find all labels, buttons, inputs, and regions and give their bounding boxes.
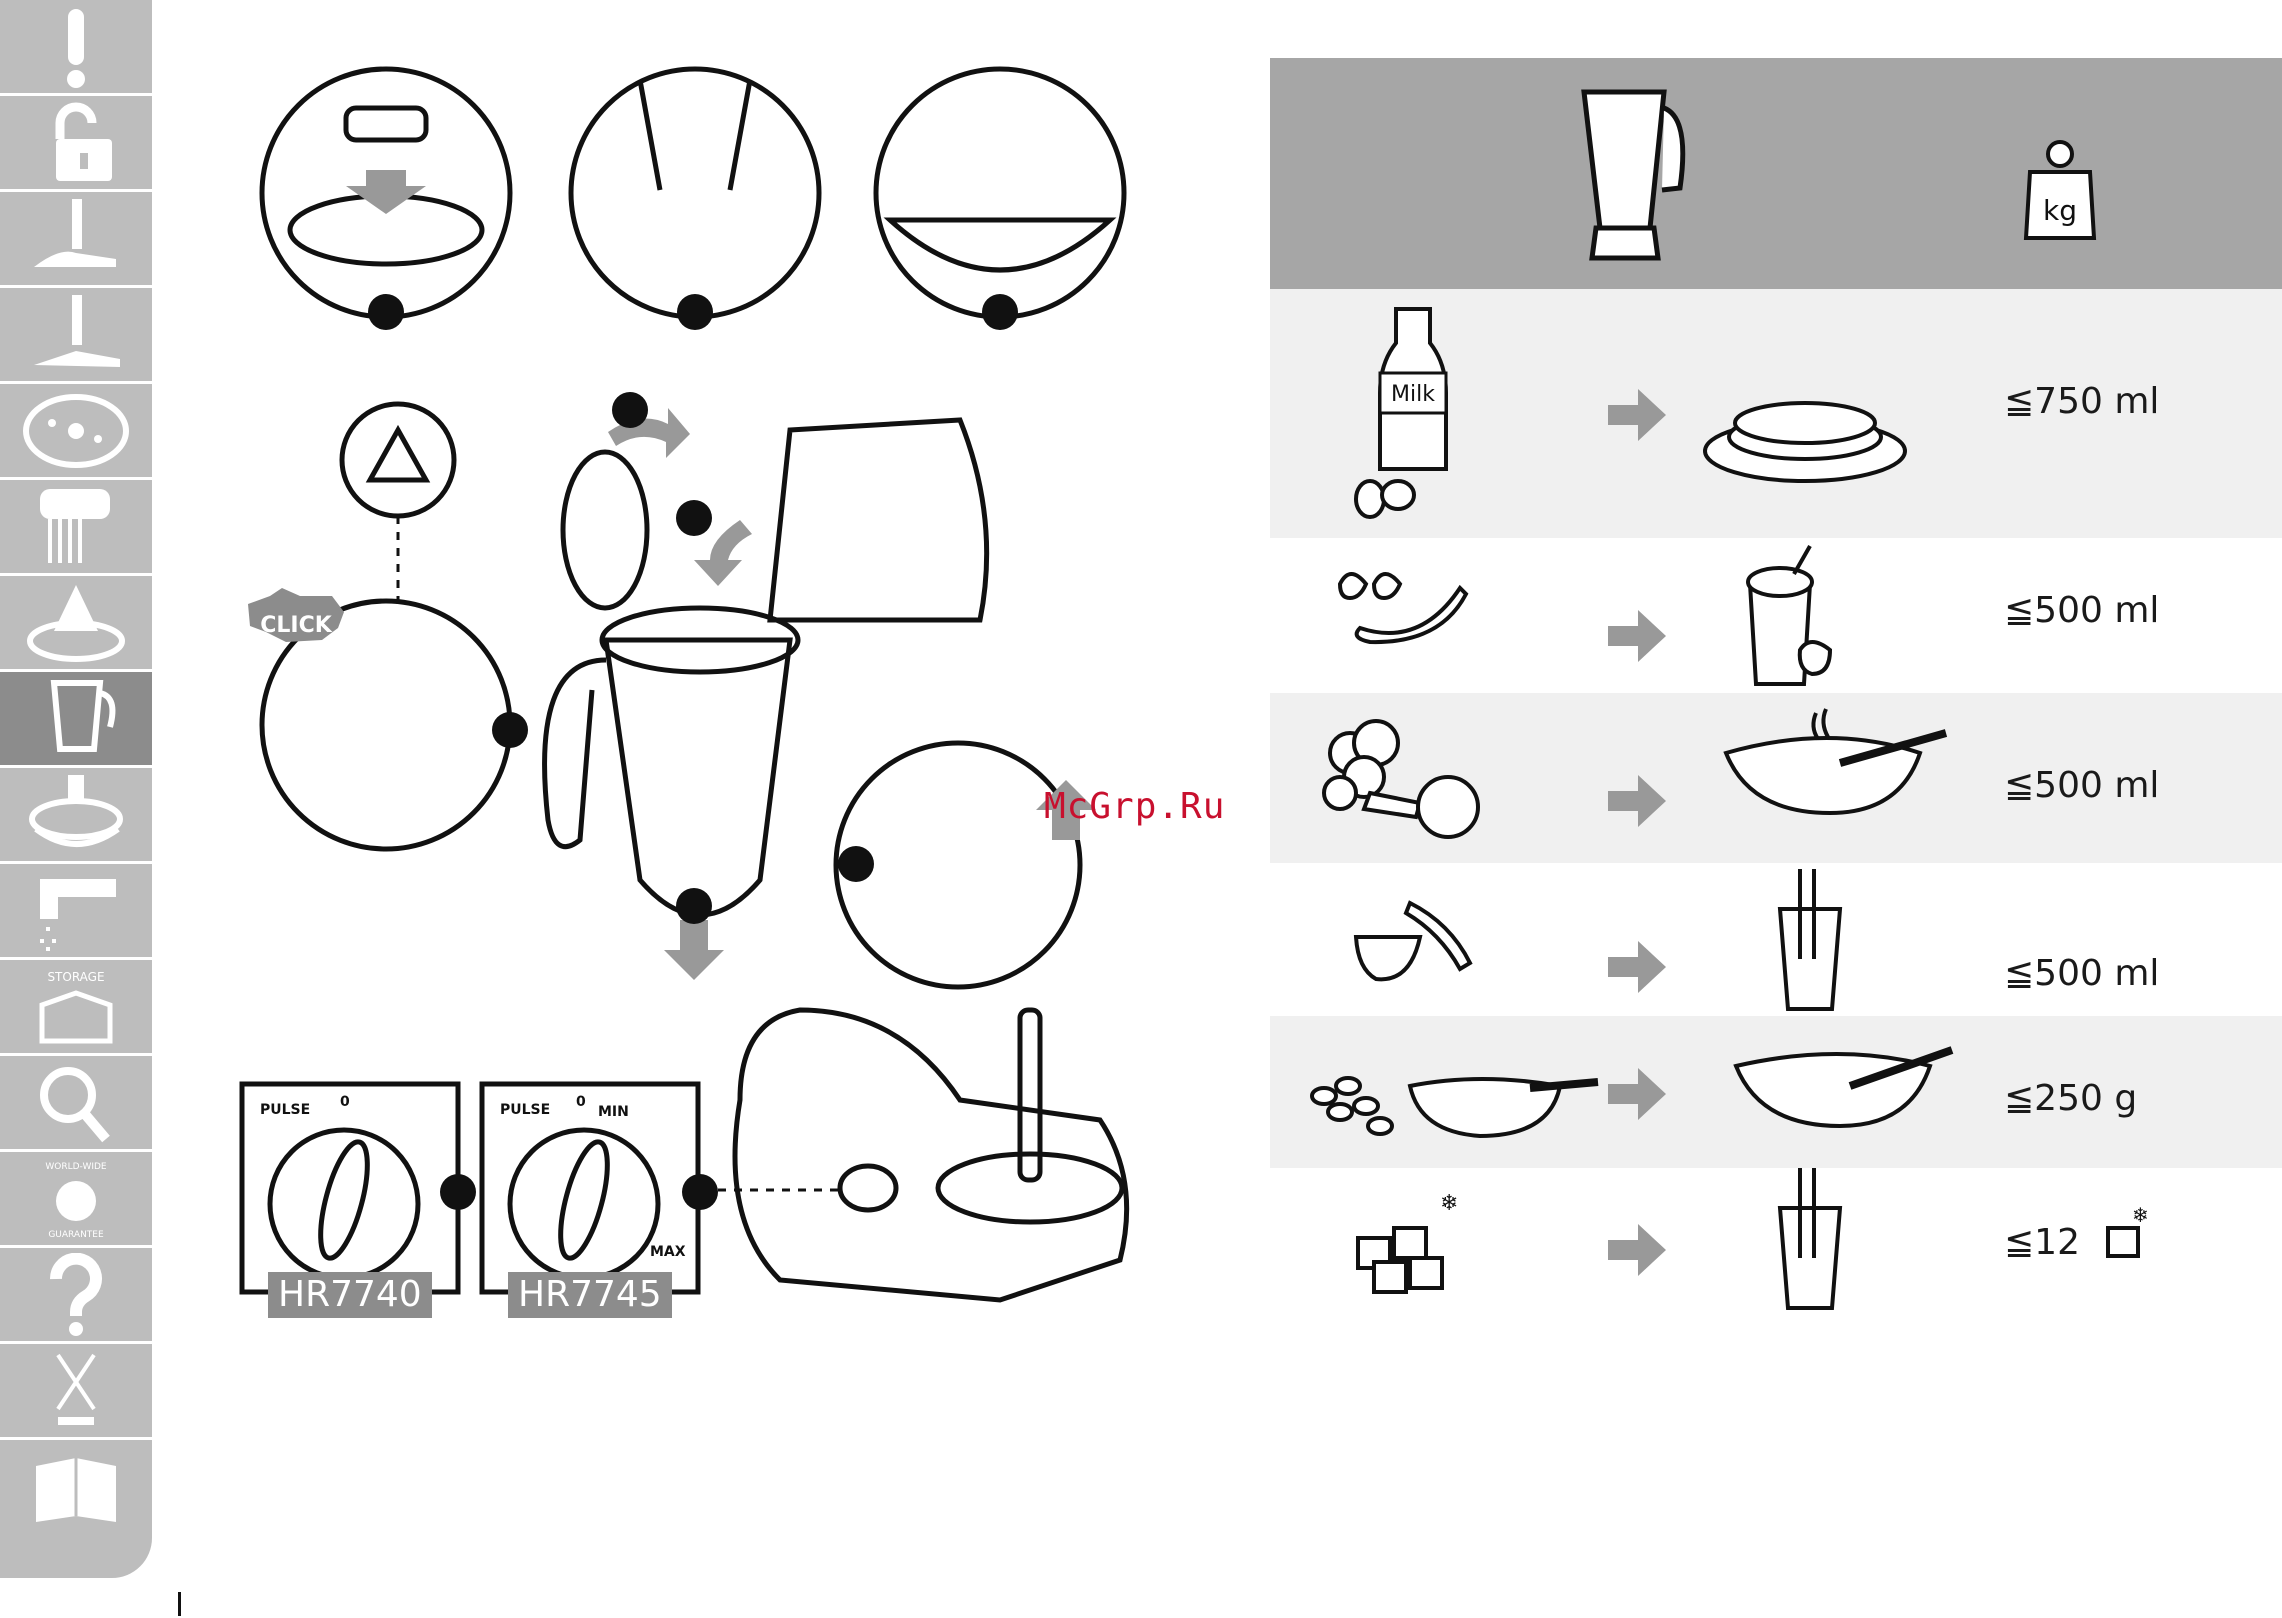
arrow-icon (1608, 1068, 1668, 1120)
tab-question[interactable] (0, 1248, 152, 1344)
svg-text:❄: ❄ (1440, 1191, 1458, 1216)
arrow-icon (1608, 775, 1668, 827)
beans-pan-icon (1300, 1036, 1600, 1146)
blender-jar-icon (20, 677, 132, 761)
limit-value: ≦500 ml (2004, 590, 2159, 631)
table-row: ≦500 ml (1270, 863, 2282, 1016)
tab-manual[interactable] (0, 1440, 152, 1536)
tab-search[interactable] (0, 1056, 152, 1152)
step-jar-circle (571, 69, 819, 317)
arrow-icon (1608, 1224, 1668, 1276)
table-row: Milk ≦750 ml (1270, 289, 2282, 538)
tab-storage[interactable]: STORAGE (0, 960, 152, 1056)
milkshake-icon (1740, 544, 1850, 694)
magnifier-icon (20, 1061, 132, 1145)
table-row: ❄ ≦12 ❄ (1270, 1168, 2282, 1318)
limit-value: ≦500 ml (2004, 765, 2159, 806)
step-pour-circle (876, 69, 1124, 317)
tab-unlock[interactable] (0, 96, 152, 192)
model-label-hr7745: HR7745 (508, 1272, 672, 1318)
tab-blender-jar[interactable] (0, 672, 152, 768)
ice-cube-icon: ❄ (2102, 1202, 2158, 1262)
dial2-min-label: MIN (598, 1104, 629, 1120)
melon-banana-icon (1350, 893, 1480, 993)
tap-icon (20, 869, 132, 953)
table-row: ≦500 ml (1270, 538, 2282, 693)
limit-value: ≦250 g (2004, 1078, 2137, 1119)
blender-jar-icon (1570, 78, 1690, 268)
dial1-zero-label: 0 (340, 1094, 350, 1110)
question-icon (20, 1253, 132, 1337)
tab-blade[interactable] (0, 192, 152, 288)
svg-text:STORAGE: STORAGE (47, 970, 104, 984)
recycle-bin-crossed-icon (20, 1349, 132, 1433)
click-label: CLICK (260, 613, 332, 638)
blade-icon (20, 197, 132, 281)
tab-exclamation[interactable] (0, 0, 152, 96)
svg-text:WORLD-WIDE: WORLD-WIDE (45, 1162, 107, 1172)
citrus-press-icon (20, 581, 132, 665)
arrow-icon (1608, 610, 1668, 662)
blade-alt-icon (20, 293, 132, 377)
ice-cubes-icon: ❄ (1354, 1188, 1464, 1298)
puree-bowl-icon (1730, 1036, 1960, 1136)
dial2-zero-label: 0 (576, 1094, 586, 1110)
sidebar: STORAGE WORLD-WIDE GUARANTEE (0, 0, 152, 1578)
weight-label: kg (2043, 194, 2077, 227)
tab-disposal[interactable] (0, 1344, 152, 1440)
watermark: McGrp.Ru (1044, 786, 1225, 827)
tab-guarantee[interactable]: WORLD-WIDE GUARANTEE (0, 1152, 152, 1248)
disc-icon (20, 389, 132, 473)
svg-text:GUARANTEE: GUARANTEE (48, 1230, 104, 1240)
strawberry-banana-icon (1330, 558, 1470, 648)
pancakes-icon (1700, 389, 1910, 489)
milk-eggs-icon: Milk (1350, 303, 1460, 523)
tab-whisk[interactable] (0, 480, 152, 576)
dial2-pulse-label: PULSE (500, 1102, 550, 1118)
food-processor-icon (20, 773, 132, 857)
storage-box-icon: STORAGE (20, 965, 132, 1049)
milk-label: Milk (1391, 382, 1435, 407)
broccoli-tomato-icon (1320, 713, 1480, 843)
table-row: ≦500 ml (1270, 693, 2282, 863)
limit-value: ≦12 (2004, 1222, 2080, 1263)
tab-food-processor[interactable] (0, 768, 152, 864)
svg-text:❄: ❄ (2132, 1203, 2149, 1227)
weight-kg-icon: kg (2020, 138, 2100, 248)
tab-citrus-press[interactable] (0, 576, 152, 672)
dial1-pulse-label: PULSE (260, 1102, 310, 1118)
iced-drink-icon (1770, 1168, 1850, 1318)
model-label-hr7740: HR7740 (268, 1272, 432, 1318)
soup-bowl-icon (1720, 703, 1950, 823)
exclamation-icon (20, 5, 132, 89)
table-row: ≦250 g (1270, 1016, 2282, 1168)
book-icon (20, 1446, 132, 1530)
table-header: kg (1270, 58, 2282, 289)
tab-tap[interactable] (0, 864, 152, 960)
dial2-max-label: MAX (650, 1244, 686, 1260)
arrow-icon (1608, 941, 1668, 993)
whisk-icon (20, 485, 132, 569)
globe-icon: WORLD-WIDE GUARANTEE (20, 1157, 132, 1241)
unlock-icon (20, 101, 132, 185)
limit-value: ≦500 ml (2004, 953, 2159, 994)
drink-glass-icon (1770, 869, 1850, 1019)
tab-disc[interactable] (0, 384, 152, 480)
tab-blade-alt[interactable] (0, 288, 152, 384)
arrow-icon (1608, 389, 1668, 441)
limit-value: ≦750 ml (2004, 381, 2159, 422)
